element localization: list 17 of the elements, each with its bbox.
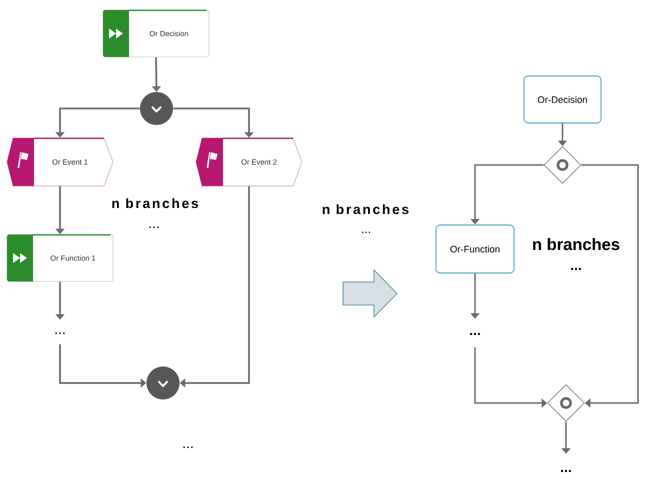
ellipsis-text: ...	[561, 470, 571, 472]
ellipsis-text: ...	[149, 226, 159, 228]
arrow	[581, 164, 639, 408]
ellipsis-text: ...	[362, 232, 370, 233]
connector-circle	[140, 92, 173, 125]
ellipsis-text: ...	[183, 446, 193, 448]
ellipsis-text: ...	[55, 332, 65, 334]
annotation-text: n branches	[112, 198, 198, 208]
annotation-text: n branches	[322, 204, 409, 214]
annotation-text: n branches	[533, 238, 620, 250]
ellipsis-text: ...	[571, 268, 581, 270]
connector-circle	[146, 366, 180, 400]
process-box: Or-Decision	[524, 76, 602, 124]
connector-diamond	[544, 146, 582, 184]
ellipsis-text: ...	[470, 332, 480, 335]
connector-diamond	[547, 384, 585, 422]
process-box: Or-Function	[436, 224, 514, 274]
